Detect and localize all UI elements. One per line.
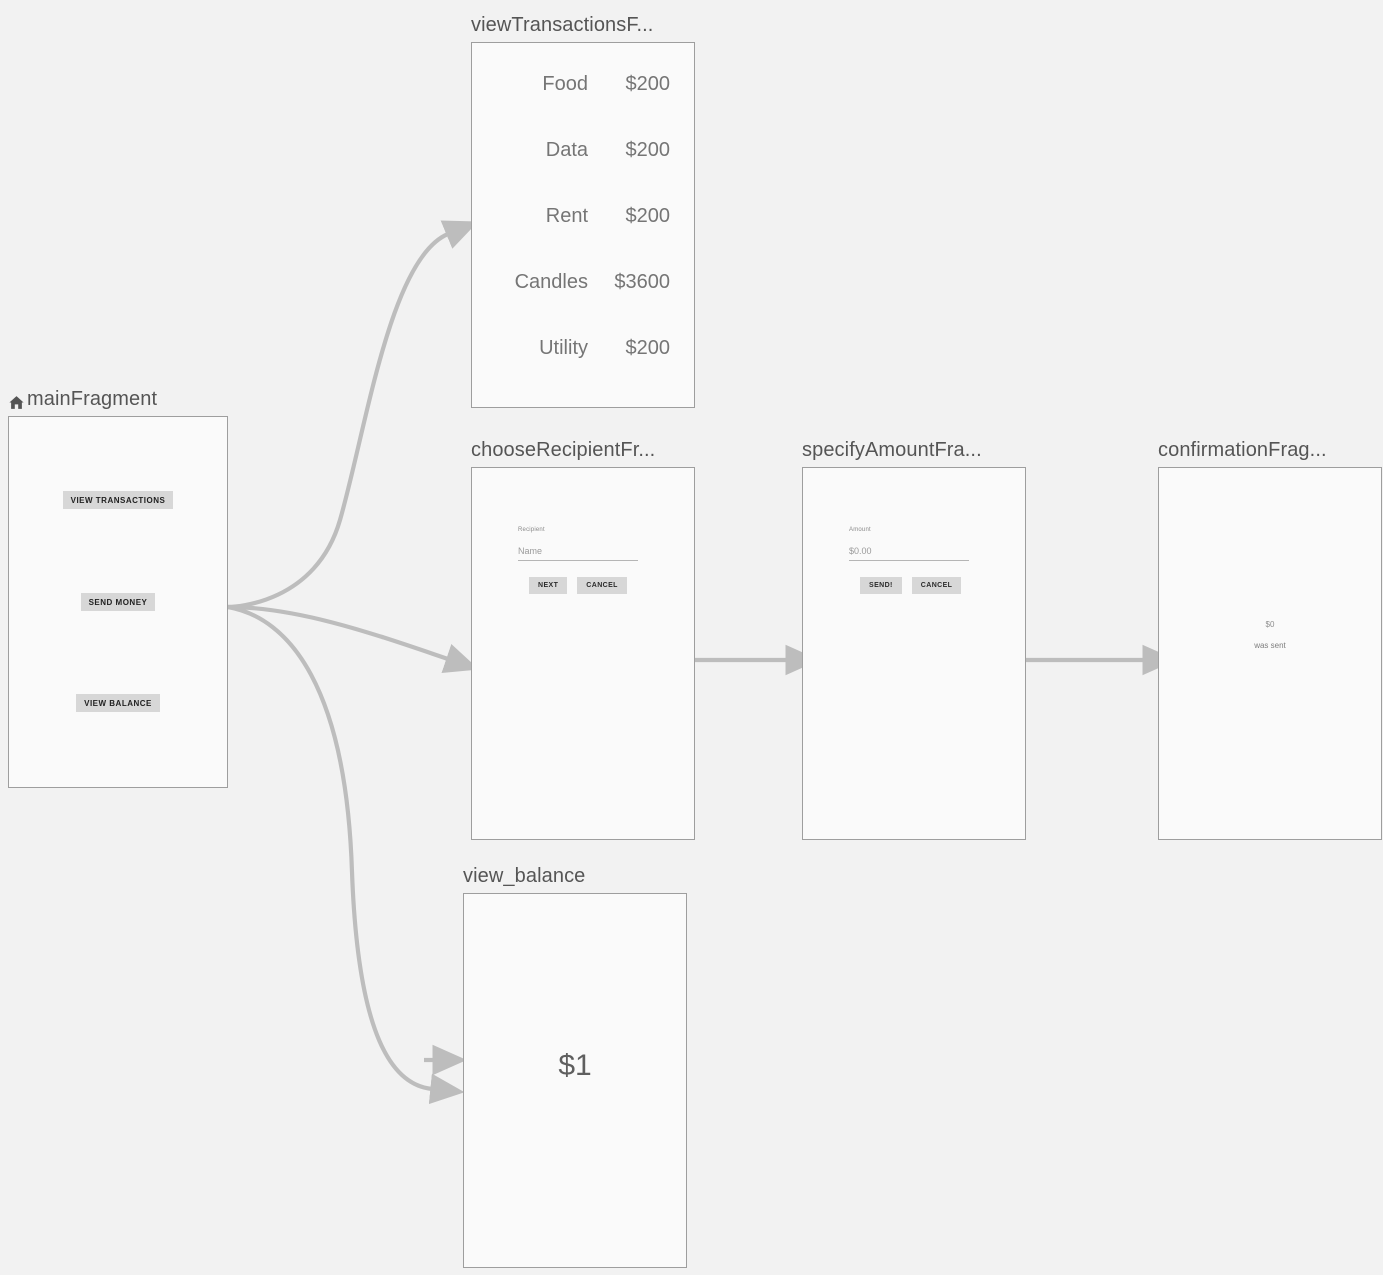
node-title-text: mainFragment <box>27 388 158 410</box>
node-main-fragment[interactable]: mainFragment VIEW TRANSACTIONS SEND MONE… <box>8 386 228 788</box>
edge-main-to-balance <box>227 604 465 1105</box>
balance-amount: $1 <box>558 1049 592 1082</box>
send-button[interactable]: SEND! <box>860 577 902 594</box>
node-title-choose-recipient-fragment: chooseRecipientFr... <box>471 439 656 461</box>
transaction-amount: $200 <box>625 73 671 95</box>
recipient-field-label: Recipient <box>518 527 545 533</box>
preview-button-view-balance[interactable]: VIEW BALANCE <box>76 694 160 712</box>
node-title-confirmation-fragment: confirmationFrag... <box>1158 439 1327 461</box>
main-fragment-preview: VIEW TRANSACTIONS SEND MONEY VIEW BALANC… <box>9 417 227 787</box>
node-view-balance[interactable]: view_balance $1 <box>463 863 687 1268</box>
transaction-row: Data $200 <box>472 139 694 205</box>
amount-form-preview: Amount $0.00 SEND! CANCEL <box>849 526 977 594</box>
transaction-row: Food $200 <box>472 73 694 139</box>
recipient-form-actions: NEXT CANCEL <box>518 577 646 594</box>
amount-input[interactable]: $0.00 <box>849 546 969 561</box>
amount-field-label: Amount <box>849 527 871 533</box>
edge-main-to-choose-recipient <box>227 604 480 673</box>
cancel-button[interactable]: CANCEL <box>577 577 627 594</box>
amount-form-actions: SEND! CANCEL <box>849 577 977 594</box>
node-title-view-transactions-fragment: viewTransactionsF... <box>471 14 654 36</box>
node-card-main-fragment[interactable]: VIEW TRANSACTIONS SEND MONEY VIEW BALANC… <box>8 416 228 788</box>
recipient-name-input[interactable]: Name <box>518 546 638 561</box>
transaction-name: Food <box>542 73 588 95</box>
preview-button-send-money[interactable]: SEND MONEY <box>80 593 156 611</box>
node-title-view-balance: view_balance <box>463 865 586 887</box>
transactions-list: Food $200 Data $200 Rent $200 Candles $3… <box>472 73 694 403</box>
transaction-row: Rent $200 <box>472 205 694 271</box>
node-card-view-transactions-fragment[interactable]: Food $200 Data $200 Rent $200 Candles $3… <box>471 42 695 408</box>
transaction-name: Data <box>545 139 588 161</box>
node-card-view-balance[interactable]: $1 <box>463 893 687 1268</box>
transaction-row: Utility $200 <box>472 337 694 403</box>
transaction-amount: $3600 <box>614 271 670 293</box>
confirmation-amount: $0 <box>1265 620 1275 629</box>
transaction-amount: $200 <box>625 337 671 359</box>
transaction-row: Candles $3600 <box>472 271 694 337</box>
node-choose-recipient-fragment[interactable]: chooseRecipientFr... Recipient Name NEXT… <box>471 437 695 840</box>
next-button[interactable]: NEXT <box>529 577 568 594</box>
node-title-main-fragment: mainFragment <box>8 386 228 412</box>
node-title-specify-amount-fragment: specifyAmountFra... <box>802 439 982 461</box>
transaction-amount: $200 <box>625 205 671 227</box>
node-confirmation-fragment[interactable]: confirmationFrag... $0 was sent <box>1158 437 1382 840</box>
node-specify-amount-fragment[interactable]: specifyAmountFra... Amount $0.00 SEND! C… <box>802 437 1026 840</box>
node-view-transactions-fragment[interactable]: viewTransactionsF... Food $200 Data $200… <box>471 12 695 408</box>
confirmation-preview: $0 was sent <box>1159 620 1381 651</box>
confirmation-message: was sent <box>1254 641 1286 650</box>
recipient-form-preview: Recipient Name NEXT CANCEL <box>518 526 646 594</box>
node-card-specify-amount-fragment[interactable]: Amount $0.00 SEND! CANCEL <box>802 467 1026 840</box>
transaction-name: Rent <box>545 205 588 227</box>
preview-button-view-transactions[interactable]: VIEW TRANSACTIONS <box>62 491 174 509</box>
cancel-button[interactable]: CANCEL <box>911 577 962 594</box>
transaction-name: Candles <box>514 271 588 293</box>
transaction-amount: $200 <box>625 139 671 161</box>
node-card-choose-recipient-fragment[interactable]: Recipient Name NEXT CANCEL <box>471 467 695 840</box>
home-icon <box>8 392 25 409</box>
edge-main-to-transactions <box>227 220 479 610</box>
transaction-name: Utility <box>539 337 588 359</box>
node-card-confirmation-fragment[interactable]: $0 was sent <box>1158 467 1382 840</box>
